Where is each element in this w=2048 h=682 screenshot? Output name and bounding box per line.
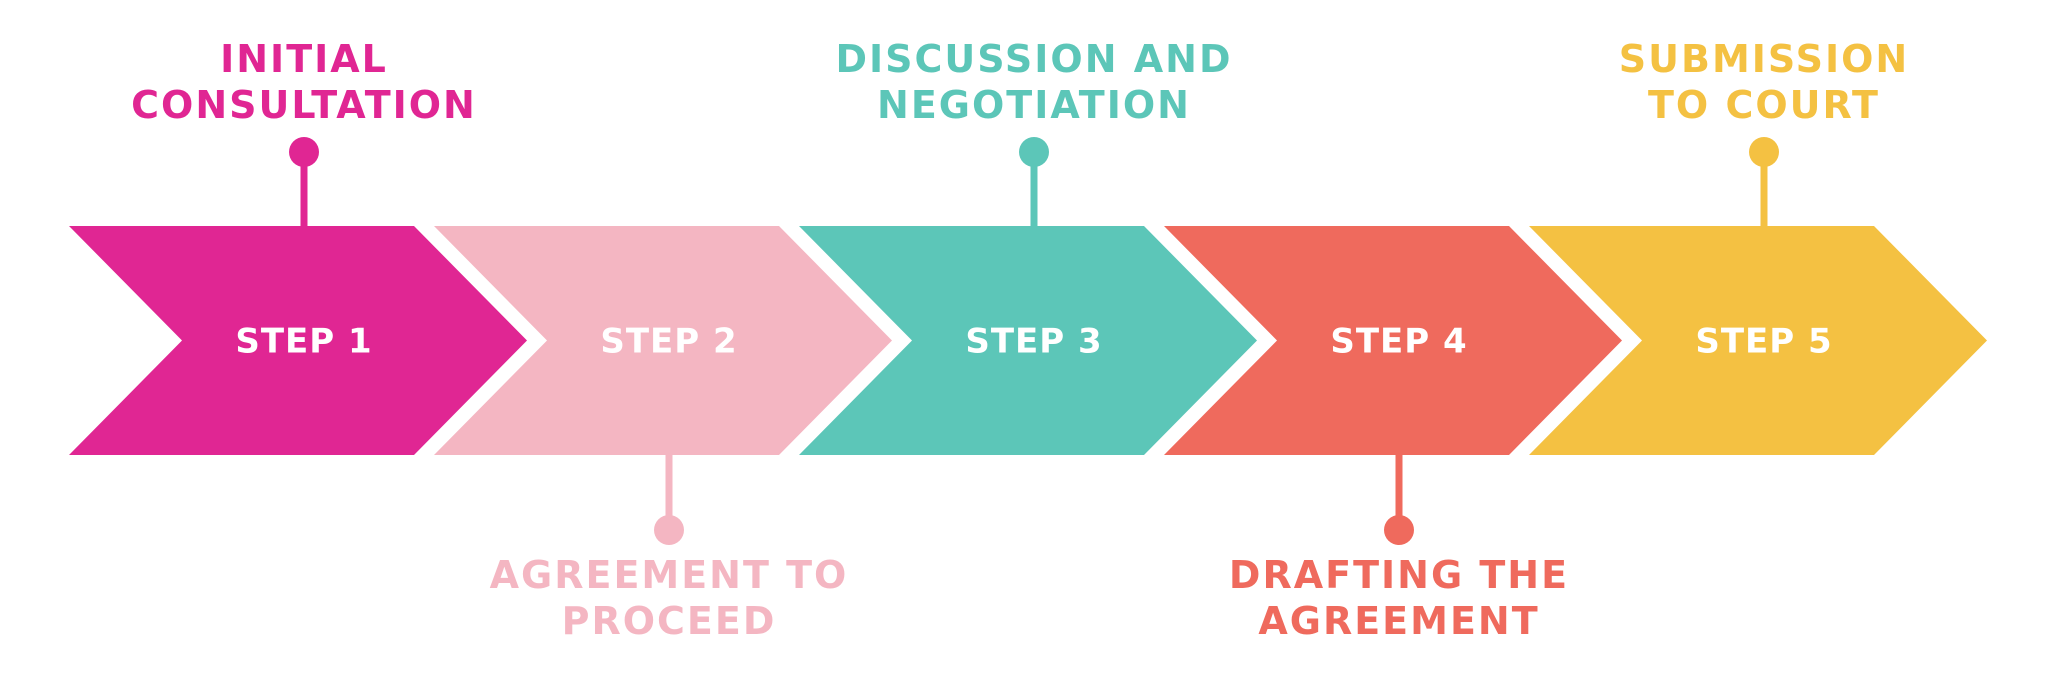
step-2-label: STEP 2 — [600, 322, 737, 362]
step-1-chevron — [69, 226, 527, 455]
step-4-connector-dot — [1384, 515, 1414, 545]
step-3-description-line-2: NEGOTIATION — [877, 83, 1191, 127]
step-5-connector-dot — [1749, 137, 1779, 167]
step-3-connector-dot — [1019, 137, 1049, 167]
step-3-description-line-1: DISCUSSION AND — [835, 37, 1232, 81]
step-4-label: STEP 4 — [1330, 322, 1467, 362]
step-2-description-line-1: AGREEMENT TO — [490, 553, 849, 597]
step-1-description-line-1: INITIAL — [220, 37, 388, 81]
step-arrows: STEP 1 STEP 2 STEP 3 STEP 4 STEP 5 — [69, 226, 1987, 455]
step-connectors — [289, 137, 1779, 545]
step-4-chevron — [1164, 226, 1622, 455]
step-5-description-line-1: SUBMISSION — [1619, 37, 1909, 81]
step-2-connector-dot — [654, 515, 684, 545]
step-4-description-line-2: AGREEMENT — [1258, 599, 1539, 643]
step-1-label: STEP 1 — [235, 322, 372, 362]
step-3-label: STEP 3 — [965, 322, 1102, 362]
step-5-chevron — [1529, 226, 1987, 455]
step-2-chevron — [434, 226, 892, 455]
step-4-description-line-1: DRAFTING THE — [1229, 553, 1569, 597]
step-1-connector-dot — [289, 137, 319, 167]
step-2-description-line-2: PROCEED — [562, 599, 777, 643]
step-5-description-line-2: TO COURT — [1648, 83, 1880, 127]
step-5-label: STEP 5 — [1695, 322, 1832, 362]
step-3-chevron — [799, 226, 1257, 455]
step-1-description-line-2: CONSULTATION — [131, 83, 477, 127]
